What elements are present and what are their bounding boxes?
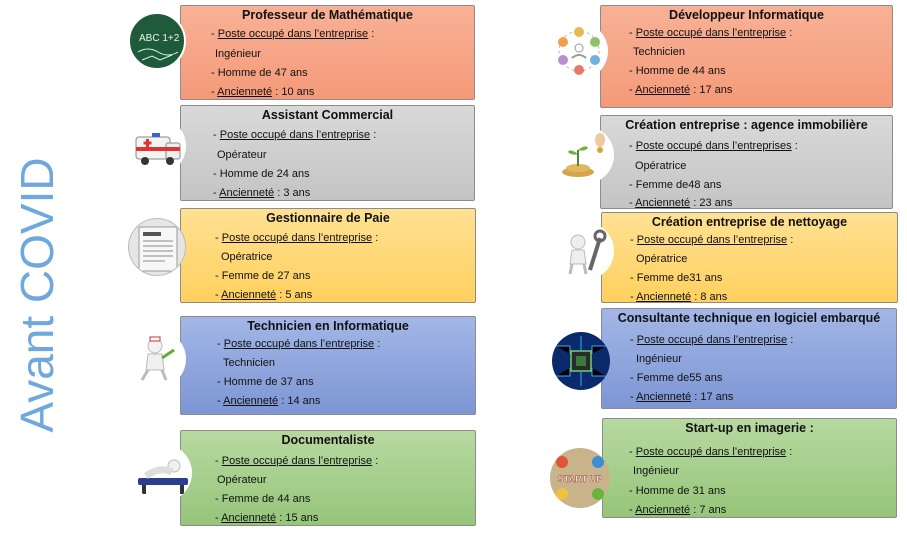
card-role: Opératrice	[635, 160, 687, 172]
anciennete-label: Ancienneté	[635, 197, 691, 209]
anciennete-label: Ancienneté	[636, 291, 692, 303]
profile-card-developpeur: Développeur Informatique - Poste occupé …	[600, 5, 893, 108]
profile-card-gestionnaire: Gestionnaire de Paie - Poste occupé dans…	[180, 208, 476, 303]
poste-label: Poste occupé dans l’entreprises	[635, 140, 792, 152]
anciennete-label: Ancienneté	[221, 512, 277, 524]
startup-icon: START UP	[550, 448, 610, 508]
card-title: Technicien en Informatique	[247, 319, 409, 333]
profile-card-technicien: Technicien en Informatique - Poste occup…	[180, 316, 476, 415]
card-role: Ingénieur	[215, 48, 261, 60]
card-title: Documentaliste	[281, 433, 375, 447]
card-person: - Femme de55 ans	[630, 372, 723, 384]
card-title: Création entreprise de nettoyage	[651, 215, 848, 229]
ambulance-icon	[128, 117, 186, 175]
profile-card-documentaliste: Documentaliste - Poste occupé dans l’ent…	[180, 430, 476, 526]
card-role: Opératrice	[636, 253, 688, 265]
profile-card-assistant: Assistant Commercial - Poste occupé dans…	[180, 105, 475, 201]
card-role: Ingénieur	[636, 353, 682, 365]
card-role: Technicien	[223, 357, 275, 369]
circuit-chip-icon	[552, 332, 610, 390]
card-person: - Homme de 31 ans	[629, 485, 726, 497]
card-seniority: : 10 ans	[272, 86, 315, 98]
card-role: Opérateur	[217, 474, 267, 486]
card-title: Professeur de Mathématique	[242, 8, 413, 22]
chalk-text: ABC 1+2	[139, 33, 180, 44]
card-person: - Femme de48 ans	[629, 179, 722, 191]
card-person: - Femme de 44 ans	[215, 493, 311, 505]
card-role: Opérateur	[217, 149, 267, 161]
anciennete-label: Ancienneté	[635, 504, 691, 516]
anciennete-label: Ancienneté	[221, 289, 277, 301]
card-title: Création entreprise : agence immobilière	[625, 118, 868, 132]
card-title: Assistant Commercial	[261, 108, 394, 122]
anciennete-label: Ancienneté	[636, 391, 692, 403]
chalkboard-icon: ABC 1+2	[128, 12, 186, 70]
card-person: - Homme de 47 ans	[211, 67, 308, 79]
coins-plant-icon	[556, 126, 614, 184]
card-seniority: : 5 ans	[276, 289, 313, 301]
anciennete-label: Ancienneté	[635, 84, 691, 96]
meditation-wheel-icon	[550, 22, 608, 80]
payslip-icon	[128, 218, 186, 276]
card-person: - Homme de 37 ans	[217, 376, 314, 388]
card-seniority: : 17 ans	[690, 84, 733, 96]
poste-label: Poste occupé dans l’entreprise	[636, 334, 788, 346]
card-seniority: : 17 ans	[691, 391, 734, 403]
card-title: Développeur Informatique	[669, 8, 824, 22]
side-title: Avant COVID	[11, 157, 63, 433]
card-role: Opératrice	[221, 251, 273, 263]
wrench-figure-icon	[556, 222, 614, 280]
card-title: Start-up en imagerie :	[685, 421, 814, 435]
card-person: - Homme de 44 ans	[629, 65, 726, 77]
reclining-figure-icon	[134, 444, 192, 502]
profile-card-agence-immobiliere: Création entreprise : agence immobilière…	[600, 115, 893, 209]
anciennete-label: Ancienneté	[219, 187, 275, 199]
card-title: Gestionnaire de Paie	[266, 211, 390, 225]
poste-label: Poste occupé dans l’entreprise	[219, 129, 371, 141]
card-title: Consultante technique en logiciel embarq…	[617, 311, 881, 325]
poste-label: Poste occupé dans l’entreprise	[221, 232, 373, 244]
profile-card-startup: Start-up en imagerie : - Poste occupé da…	[602, 418, 897, 518]
anciennete-label: Ancienneté	[223, 395, 279, 407]
profile-card-consultante: Consultante technique en logiciel embarq…	[601, 308, 897, 409]
poste-label: Poste occupé dans l’entreprise	[217, 28, 369, 40]
card-seniority: : 14 ans	[278, 395, 321, 407]
card-seniority: : 8 ans	[691, 291, 728, 303]
poste-label: Poste occupé dans l’entreprise	[223, 338, 375, 350]
poste-label: Poste occupé dans l’entreprise	[635, 446, 787, 458]
card-role: Ingénieur	[633, 465, 679, 477]
poste-label: Poste occupé dans l’entreprise	[635, 27, 787, 39]
card-person: - Femme de31 ans	[630, 272, 723, 284]
nurse-figure-icon	[128, 330, 186, 388]
startup-text: START UP	[558, 474, 602, 484]
anciennete-label: Ancienneté	[217, 86, 273, 98]
poste-label: Poste occupé dans l’entreprise	[636, 234, 788, 246]
card-seniority: : 3 ans	[274, 187, 311, 199]
card-seniority: : 7 ans	[690, 504, 727, 516]
profile-card-nettoyage: Création entreprise de nettoyage - Poste…	[601, 212, 898, 303]
card-seniority: : 15 ans	[276, 512, 319, 524]
card-role: Technicien	[633, 46, 685, 58]
card-person: - Femme de 27 ans	[215, 270, 311, 282]
poste-label: Poste occupé dans l’entreprise	[221, 455, 373, 467]
card-seniority: : 23 ans	[690, 197, 733, 209]
card-person: - Homme de 24 ans	[213, 168, 310, 180]
profile-card-professeur: Professeur de Mathématique - Poste occup…	[180, 5, 475, 100]
